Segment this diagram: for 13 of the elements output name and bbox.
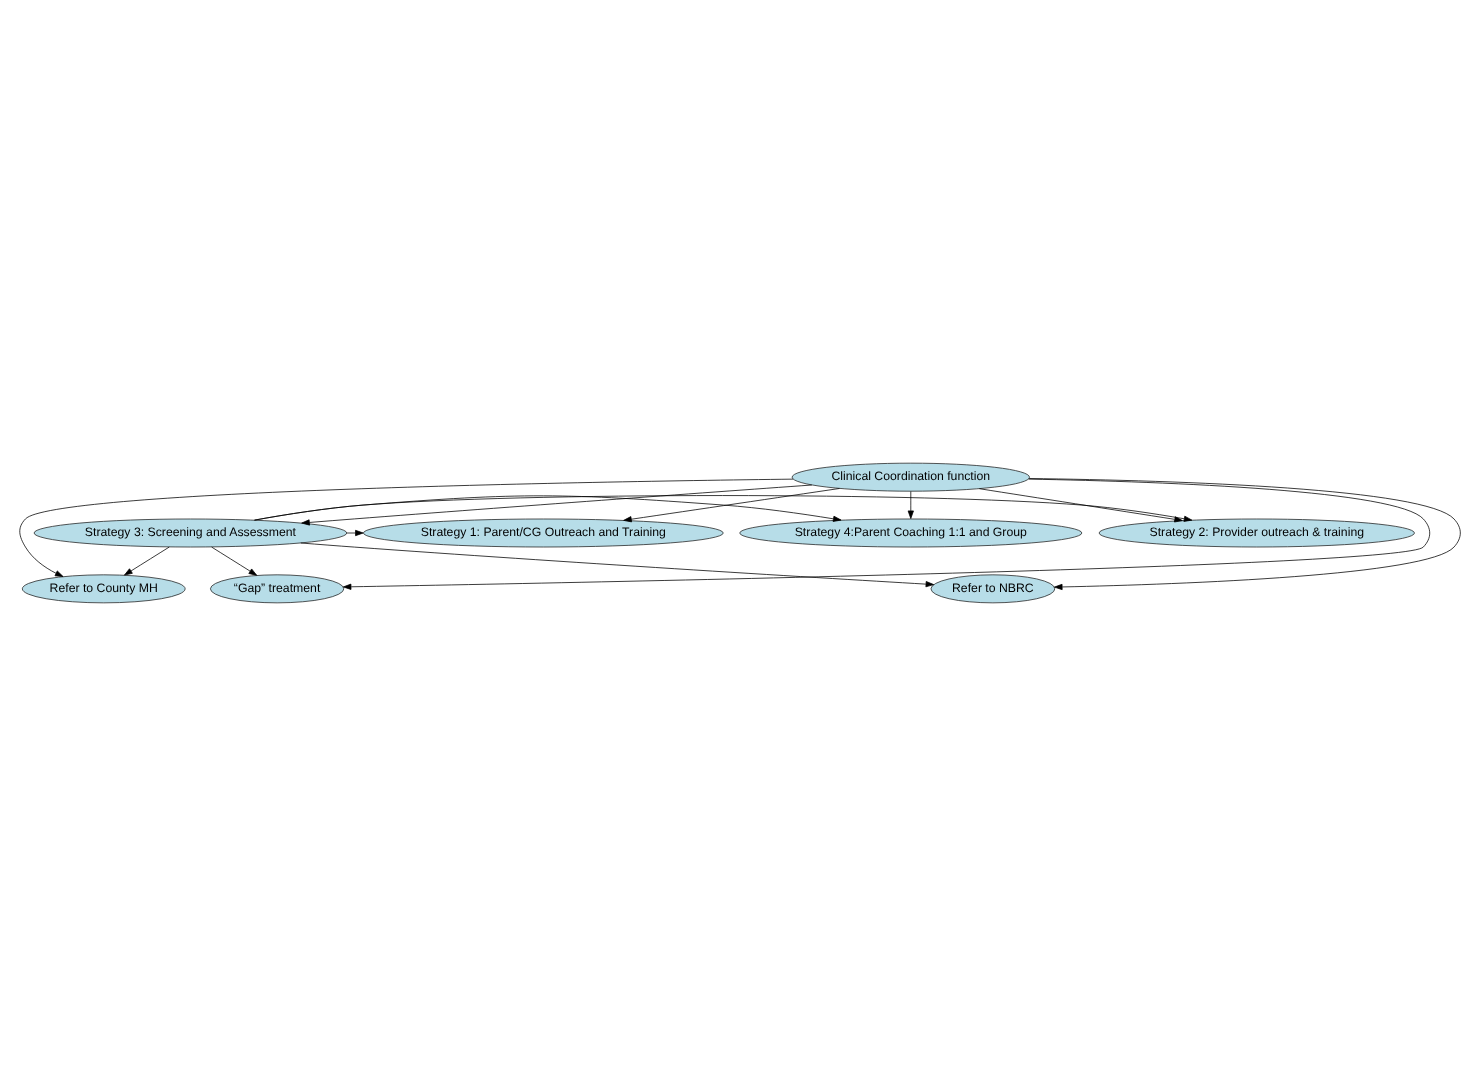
arrow: [19, 478, 794, 577]
arrow: [978, 488, 1183, 523]
arrow: [1028, 478, 1461, 591]
arrow: [623, 488, 840, 523]
arrow: [346, 529, 364, 537]
arrow: [211, 546, 258, 576]
arrow: [301, 484, 813, 526]
arrow: [907, 490, 914, 519]
arrow: [124, 546, 170, 576]
arrow: [342, 478, 1431, 590]
arrow: [254, 495, 1193, 522]
arrow: [254, 495, 842, 522]
arrow: [300, 542, 935, 588]
